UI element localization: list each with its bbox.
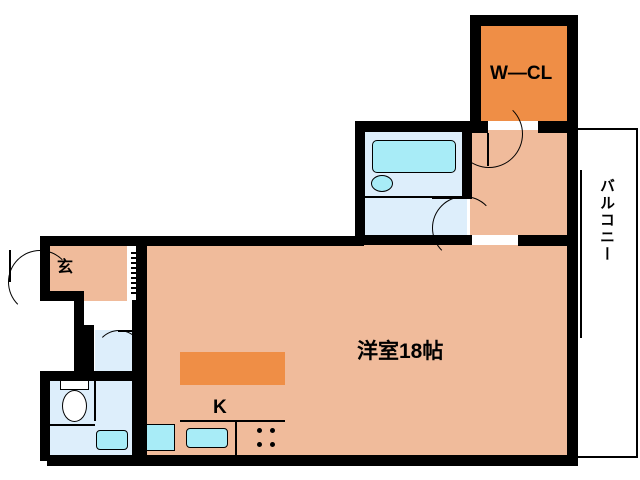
wall-washroom-left (40, 371, 50, 461)
balcony-label: バルコニー (598, 178, 615, 263)
wall-wcl-left (470, 15, 481, 133)
kitchen-sink-left (145, 424, 175, 451)
balcony-outer-right (636, 128, 638, 458)
wall-washroom-top (40, 371, 140, 381)
wall-bath-top (355, 121, 480, 132)
sliding-door-marks-left (131, 252, 136, 296)
bathroom-basin (371, 175, 393, 192)
sliding-door-marks-balcony (571, 170, 575, 338)
wall-bath-left (355, 121, 365, 245)
wall-wcl-bottom-right (538, 121, 578, 133)
bathroom-door-arc (432, 196, 496, 260)
stove-burner-4 (270, 442, 275, 447)
washbasin (96, 430, 128, 450)
wall-partition-stub (518, 235, 568, 246)
washroom-divider-line (47, 424, 95, 426)
balcony-inner-line (580, 170, 582, 338)
entrance-door-panel (9, 250, 11, 282)
wall-corridor-left-stub (84, 325, 94, 375)
wall-entrance-top (40, 236, 140, 246)
stove-burner-1 (257, 428, 262, 433)
bathroom-counter-line (362, 196, 467, 198)
main-room-label: 洋室18帖 (357, 340, 444, 363)
toilet-bowl (62, 390, 87, 422)
wall-entrance-right-step (74, 291, 84, 381)
wcl-door-arc (455, 100, 523, 168)
wall-washroom-right (132, 371, 142, 461)
kitchen-divider (235, 420, 237, 455)
wall-wcl-right (567, 15, 578, 133)
walk-in-closet-label: W—CL (490, 63, 553, 84)
entrance-door-arc (8, 250, 72, 314)
entrance-label: 玄 (57, 259, 74, 276)
wall-toilet-divider (94, 371, 96, 421)
balcony-outer-bottom (578, 456, 638, 458)
bathroom-door-panel (432, 197, 463, 199)
kitchen-label: K (213, 397, 227, 418)
kitchen-sink (186, 428, 228, 448)
wall-main-bottom (47, 455, 578, 466)
wcl-door-panel (487, 133, 489, 166)
wall-wcl-top (470, 15, 578, 26)
washroom-door-arc (95, 330, 143, 378)
kitchen-counter (180, 352, 285, 385)
wall-bath-bottom (355, 235, 472, 245)
balcony-outer-top (578, 128, 638, 130)
washroom-door-panel (118, 330, 141, 332)
bathtub (372, 140, 456, 173)
wall-main-top (136, 236, 364, 246)
stove-burner-3 (257, 442, 262, 447)
kitchen-counter-edge (180, 420, 285, 422)
stove-burner-2 (270, 428, 275, 433)
